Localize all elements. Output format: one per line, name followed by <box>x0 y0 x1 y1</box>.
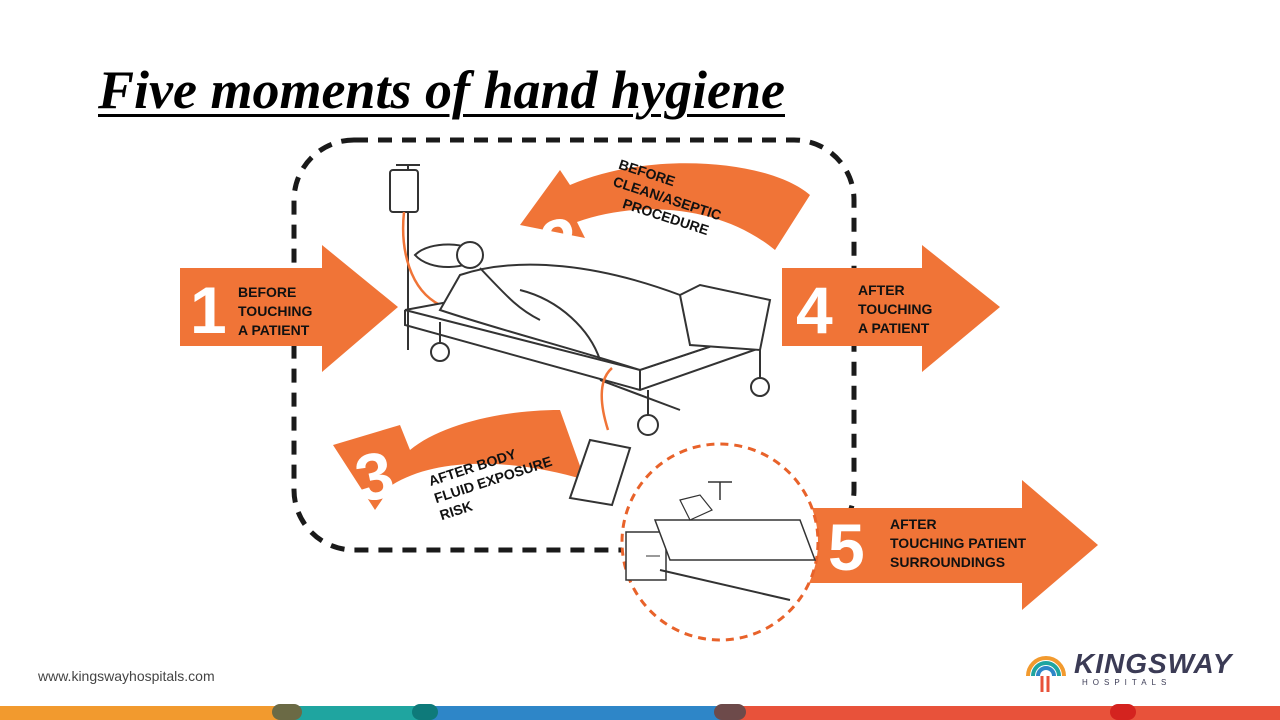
logo-subtitle: HOSPITALS <box>1082 678 1172 687</box>
surroundings-illustration <box>620 442 820 642</box>
moment-4-label-3: A PATIENT <box>858 320 930 336</box>
moment-4-number: 4 <box>796 273 833 347</box>
moment-5-label-3: SURROUNDINGS <box>890 554 1005 570</box>
moment-1-arrow: 1 BEFORE TOUCHING A PATIENT <box>180 245 398 372</box>
kingsway-logo: KINGSWAY HOSPITALS <box>1022 646 1252 694</box>
moment-5-label-1: AFTER <box>890 516 937 532</box>
moment-5-arrow: 5 AFTER TOUCHING PATIENT SURROUNDINGS <box>800 480 1098 610</box>
patient-bed-illustration <box>389 164 772 507</box>
footer-color-bar <box>0 704 1280 720</box>
moment-4-arrow: 4 AFTER TOUCHING A PATIENT <box>782 245 1000 372</box>
moment-2-arrow: 2 BEFORE CLEAN/ASEPTIC PROCEDURE <box>520 156 810 283</box>
website-url: www.kingswayhospitals.com <box>38 668 215 684</box>
moment-3-arrow: 3 AFTER BODY FLUID EXPOSURE RISK <box>333 410 585 523</box>
moment-5-number: 5 <box>828 510 865 584</box>
moment-1-number: 1 <box>190 273 227 347</box>
logo-name: KINGSWAY <box>1074 648 1233 679</box>
moment-4-label-1: AFTER <box>858 282 905 298</box>
moment-1-label-1: BEFORE <box>238 284 296 300</box>
moment-5-label-2: TOUCHING PATIENT <box>890 535 1027 551</box>
logo-mark-icon <box>1026 656 1066 692</box>
moment-1-label-2: TOUCHING <box>238 303 313 319</box>
moment-4-label-2: TOUCHING <box>858 301 933 317</box>
slide-title: Five moments of hand hygiene <box>98 60 785 120</box>
moment-1-label-3: A PATIENT <box>238 322 310 338</box>
